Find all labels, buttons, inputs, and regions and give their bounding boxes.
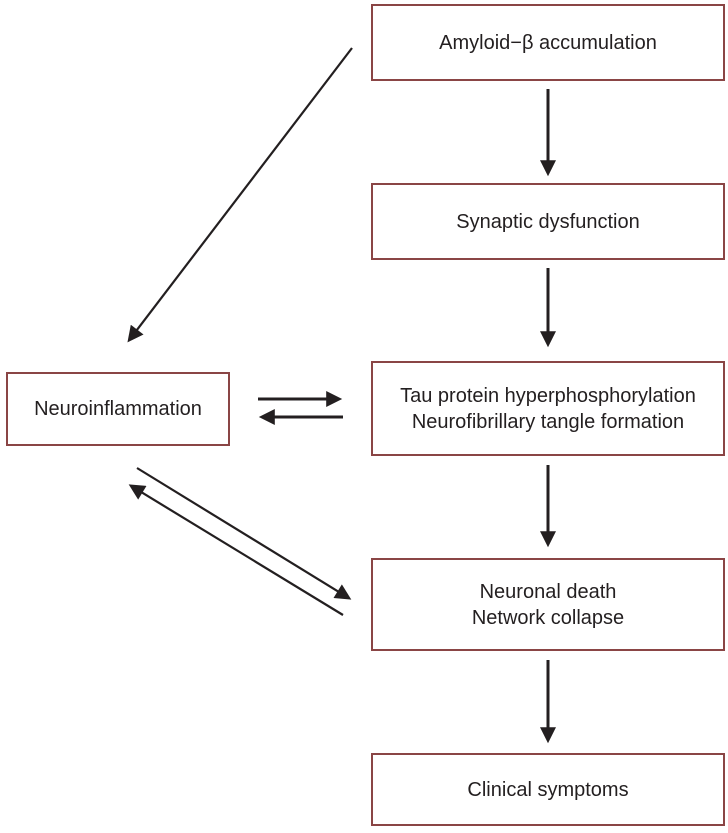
arrow-neuroinflammation-to-neuronal: [136, 467, 352, 600]
node-synaptic-label: Synaptic dysfunction: [456, 210, 640, 233]
node-neuronal-death: Neuronal death Network collapse: [371, 558, 725, 651]
node-neuronal-label-line2: Network collapse: [471, 606, 625, 629]
node-clinical-label: Clinical symptoms: [467, 778, 629, 801]
node-tau-label-line1: Tau protein hyperphosphorylation: [400, 384, 696, 407]
node-neuronal-label-line1: Neuronal death: [479, 580, 617, 603]
node-neuroinflammation: Neuroinflammation: [6, 372, 230, 446]
node-synaptic-dysfunction: Synaptic dysfunction: [371, 183, 725, 260]
arrow-amyloid-to-neuroinflammation: [127, 47, 353, 343]
node-amyloid-label: Amyloid−β accumulation: [439, 31, 657, 54]
node-clinical-symptoms: Clinical symptoms: [371, 753, 725, 826]
node-neuroinflammation-label: Neuroinflammation: [34, 398, 202, 420]
node-tau-hyperphosphorylation: Tau protein hyperphosphorylation Neurofi…: [371, 361, 725, 456]
node-amyloid-accumulation: Amyloid−β accumulation: [371, 4, 725, 81]
node-tau-label-line2: Neurofibrillary tangle formation: [411, 410, 685, 433]
arrow-neuronal-to-neuroinflammation: [128, 484, 344, 616]
